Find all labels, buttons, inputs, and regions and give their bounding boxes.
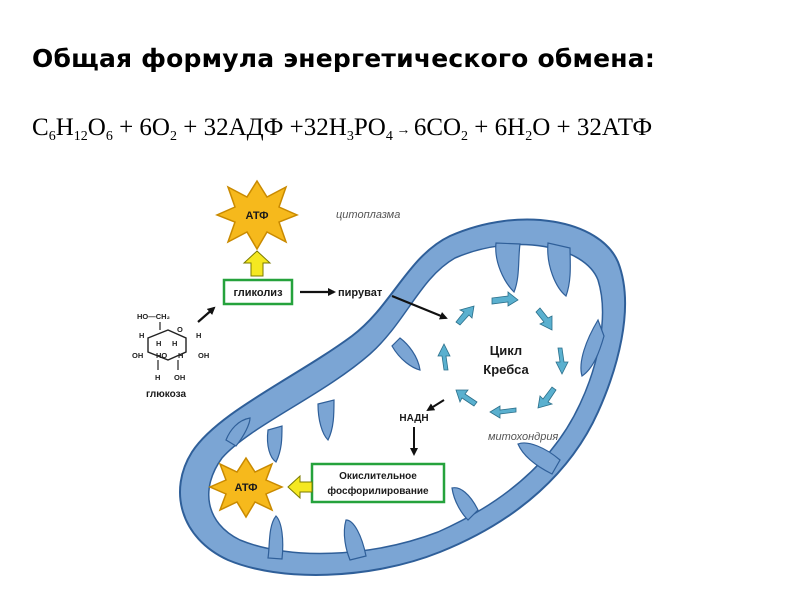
- glucose-h-atom: H: [196, 331, 201, 340]
- up-arrow-icon: [242, 250, 272, 277]
- atp-bottom-label: АТФ: [234, 482, 257, 494]
- formula-arrow: →: [392, 123, 414, 138]
- crista: [391, 337, 421, 371]
- oxphos-label-line1: Окислительное: [339, 471, 417, 482]
- glucose-h-atom: H: [139, 331, 144, 340]
- krebs-label-line2: Кребса: [483, 362, 529, 377]
- arrow-to-glycolysis: [197, 306, 216, 323]
- atp-star-bottom: АТФ: [208, 456, 284, 519]
- oxphos-box: Окислительное фосфорилирование: [310, 462, 446, 504]
- atp-star-shape: [208, 456, 284, 519]
- cycle-arrow-icon: [489, 405, 517, 419]
- cycle-arrow-icon: [535, 307, 553, 331]
- formula-subscript: 2: [169, 129, 177, 144]
- glucose-h-atom: H: [172, 339, 177, 348]
- glucose-h-atom: H: [178, 351, 183, 360]
- mitochondria-label: митохондрия: [488, 431, 558, 443]
- arrow-to-krebs: [391, 294, 448, 320]
- glucose-h-atom: H: [155, 373, 160, 382]
- krebs-label-line1: Цикл: [490, 343, 522, 358]
- formula-subscript: 6: [105, 129, 113, 144]
- formula-term: + 6O: [112, 114, 170, 141]
- crista: [317, 399, 335, 442]
- mitochondrion: [179, 218, 626, 576]
- glycolysis-label: гликолиз: [233, 287, 283, 299]
- atp-star-shape: [215, 179, 299, 251]
- nadh-label: НАДН: [399, 413, 428, 424]
- glucose-ch2oh: HO—CH₂: [137, 312, 170, 321]
- crista: [451, 487, 479, 521]
- cycle-arrow-icon: [437, 343, 451, 371]
- cycle-arrow-icon: [491, 291, 519, 307]
- oxphos-label-line2: фосфорилирование: [327, 485, 429, 497]
- formula-term: 6CO: [413, 114, 462, 141]
- formula-subscript: 2: [525, 129, 533, 144]
- formula-subscript: 2: [461, 129, 469, 144]
- formula-term: + 32АДФ +32H: [176, 114, 347, 141]
- glucose-oh-group: OH: [174, 373, 185, 382]
- formula-subscript: 6: [48, 129, 56, 144]
- glucose-ring-oxygen: O: [177, 325, 183, 334]
- formula-term: O + 32АТФ: [532, 114, 653, 141]
- formula-term: + 6H: [468, 114, 526, 141]
- formula-subscript: 3: [346, 129, 354, 144]
- crista: [266, 425, 283, 463]
- crista: [343, 519, 367, 561]
- pyruvate-label: пируват: [338, 287, 383, 299]
- formula-term: O: [87, 114, 106, 141]
- page-title: Общая формула энергетического обмена:: [32, 44, 656, 73]
- atp-star-top: АТФ: [215, 179, 299, 251]
- crista: [267, 515, 284, 560]
- cycle-arrow-icon: [455, 389, 478, 407]
- formula-term: C: [32, 114, 49, 141]
- formula-subscript: 12: [73, 129, 88, 144]
- glucose-label: глюкоза: [146, 389, 186, 400]
- glycolysis-box: гликолиз: [222, 278, 294, 306]
- glucose-oh-group: OH: [132, 351, 143, 360]
- crista: [580, 318, 605, 377]
- crista: [517, 442, 561, 475]
- glucose-ho-group: HO: [156, 351, 167, 360]
- left-arrow-icon: [287, 474, 313, 500]
- glucose-oh-group: OH: [198, 351, 209, 360]
- cytoplasm-label: цитоплазма: [336, 209, 400, 221]
- cycle-arrow-icon: [455, 305, 475, 326]
- atp-top-label: АТФ: [245, 210, 268, 222]
- crista: [225, 417, 251, 447]
- krebs-cycle-arrows: [437, 291, 569, 419]
- crista: [495, 242, 521, 294]
- cycle-arrow-icon: [537, 386, 557, 409]
- formula-term: H: [55, 114, 74, 141]
- glucose-structure: HO—CH₂ O H H H H OH HO H OH H OH: [132, 312, 209, 382]
- formula-term: PO: [353, 114, 386, 141]
- energy-formula: C6H12O6 + 6O2 + 32АДФ +32H3PO4 → 6CO2 + …: [32, 114, 653, 144]
- crista: [547, 242, 571, 297]
- arrow-to-nadh: [426, 399, 445, 412]
- glucose-h-atom: H: [156, 339, 161, 348]
- formula-subscript: 4: [385, 129, 393, 144]
- cycle-arrow-icon: [555, 347, 569, 375]
